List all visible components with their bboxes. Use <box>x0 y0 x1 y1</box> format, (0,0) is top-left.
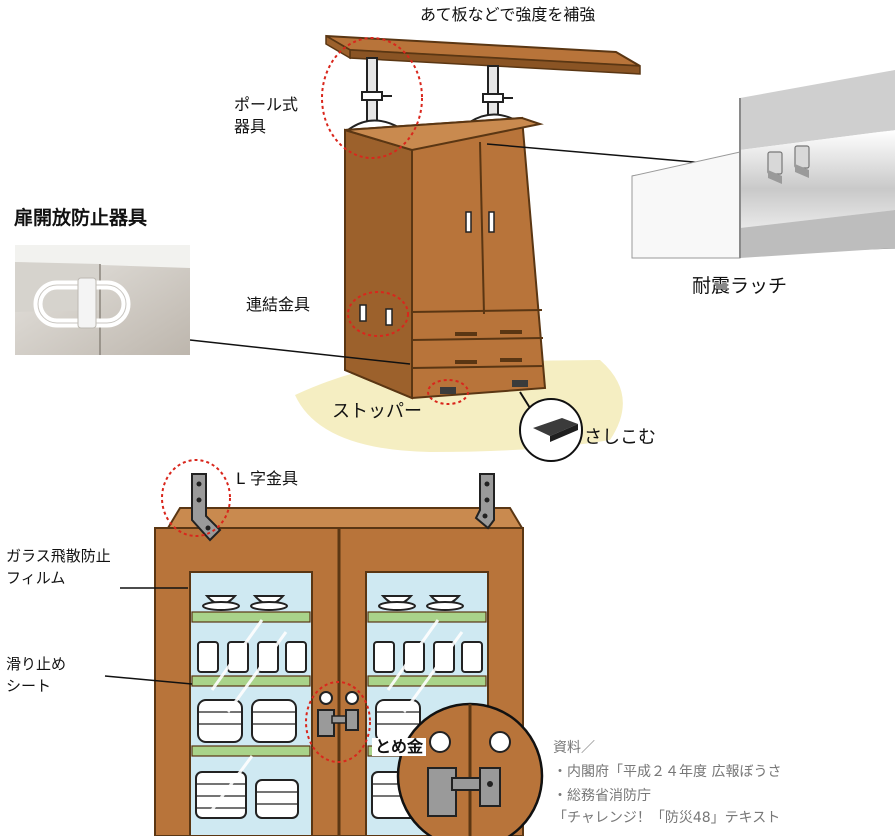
highlight-stopper <box>427 379 469 405</box>
source-line2: ・総務省消防庁 <box>553 788 651 804</box>
label-clasp: とめ金 <box>372 737 427 757</box>
highlight-connector <box>347 291 409 337</box>
highlight-l-bracket <box>161 459 231 537</box>
label-glass-film-line1: ガラス飛散防止 <box>6 547 111 565</box>
highlight-pole <box>321 37 423 159</box>
highlight-clasp <box>305 681 371 763</box>
label-door-stopper: 扉開放防止器具 <box>14 207 148 229</box>
latch-photo <box>631 70 895 259</box>
door-stopper-leader-line <box>189 339 411 365</box>
label-pole-line2: 器具 <box>234 117 267 136</box>
label-anti-slip-line2: シート <box>6 677 52 695</box>
source-heading: 資料／ <box>553 740 595 756</box>
source-line1: ・内閣府「平成２４年度 広報ぼうさ <box>553 764 782 780</box>
wardrobe-illustration <box>189 34 763 462</box>
label-glass-film-line2: フィルム <box>6 569 66 587</box>
l-bracket-left <box>191 473 222 542</box>
clasp-magnifier <box>396 702 544 836</box>
label-anti-slip-line1: 滑り止め <box>6 655 67 673</box>
label-insert: さしこむ <box>584 427 656 448</box>
label-pole-line1: ポール式 <box>234 95 299 114</box>
door-stopper-photo <box>15 245 190 355</box>
clasp <box>317 691 359 737</box>
label-reinforce: あて板などで強度を補強 <box>420 5 596 24</box>
label-connector: 連結金具 <box>246 295 311 314</box>
label-l-bracket: L 字金具 <box>236 469 299 488</box>
source-line3: 「チャレンジ！「防災48」テキスト <box>553 810 781 826</box>
l-bracket-right <box>474 473 495 530</box>
glass-cabinet-illustration <box>104 459 544 836</box>
label-stopper: ストッパー <box>332 401 422 422</box>
label-latch: 耐震ラッチ <box>692 275 788 297</box>
